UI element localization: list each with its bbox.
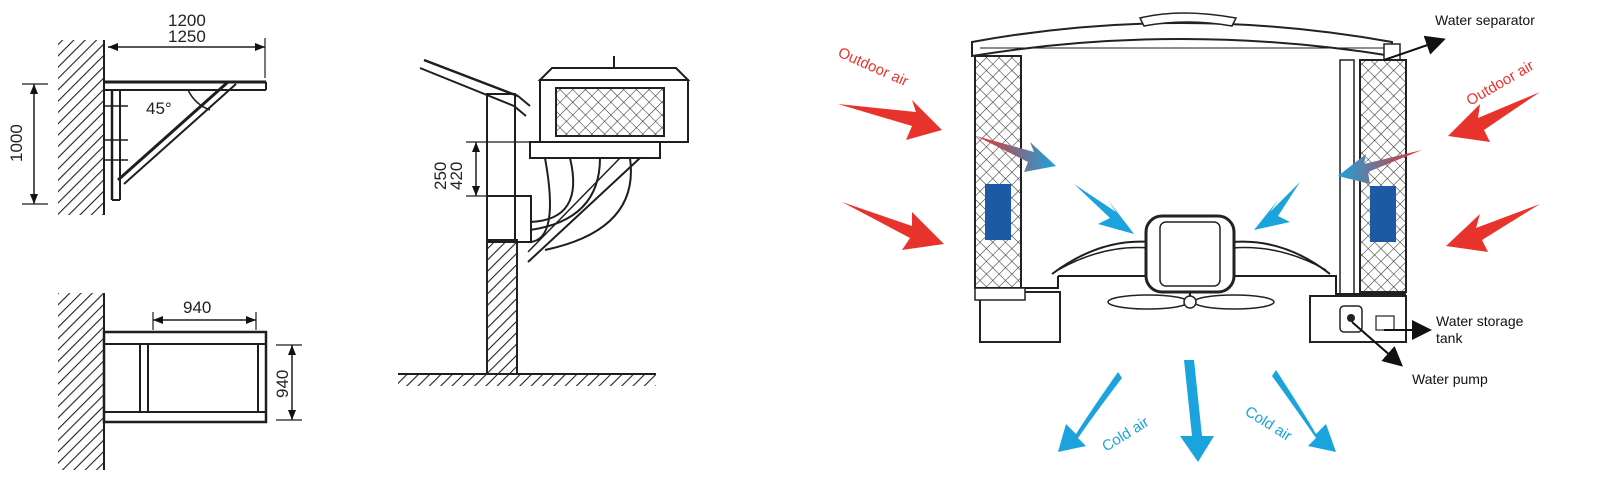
water-separator-label: Water separator bbox=[1435, 12, 1535, 28]
water-separator-pointer bbox=[1383, 35, 1446, 61]
outdoor-air-arrows-left bbox=[838, 100, 944, 250]
bracket-angle-label: 45° bbox=[146, 99, 172, 118]
frame-dim-width: 940 bbox=[183, 298, 211, 317]
water-pump-label: Water pump bbox=[1412, 371, 1488, 387]
triangle-bracket bbox=[104, 80, 267, 201]
left-water-strip bbox=[985, 184, 1011, 240]
inner-arrow-left bbox=[1074, 184, 1134, 234]
water-tank-label-line2: tank bbox=[1436, 330, 1463, 346]
bracket-dim-1000: 1000 bbox=[7, 124, 26, 162]
water-tank-label-line1: Water storage bbox=[1436, 313, 1524, 329]
ground-hatch bbox=[398, 374, 656, 386]
fan-blade-left bbox=[1107, 294, 1189, 310]
top-cover bbox=[971, 12, 1401, 63]
wall-bracket-drawing: 1200 1250 45° 1000 bbox=[7, 11, 267, 215]
water-pump-pointer bbox=[1351, 321, 1404, 367]
bottom-base bbox=[974, 275, 1407, 343]
cold-air-arrows bbox=[1058, 360, 1336, 462]
fan-assembly bbox=[1051, 214, 1331, 310]
inner-arrow-right bbox=[1254, 182, 1300, 230]
fan-hub bbox=[1183, 295, 1197, 309]
outdoor-air-arrows-right bbox=[1446, 92, 1540, 252]
wall-hatch-top bbox=[58, 40, 104, 215]
cooler-cutaway: Outdoor air Outdoor air Cold air Cold ai… bbox=[835, 12, 1540, 462]
cold-air-label-left: Cold air bbox=[1099, 414, 1152, 456]
bracket-dim-1250: 1250 bbox=[168, 27, 206, 46]
slanted-roof bbox=[419, 58, 531, 117]
mount-dim-250: 250 bbox=[431, 162, 450, 190]
pad-flow-arrow-right bbox=[1338, 150, 1422, 184]
mounted-cooler bbox=[527, 56, 691, 263]
left-cooling-pad bbox=[974, 55, 1022, 289]
water-pipe bbox=[1339, 59, 1355, 307]
frame-dim-height: 940 bbox=[273, 370, 292, 398]
fan-blade-right bbox=[1193, 294, 1275, 310]
outdoor-air-label-right: Outdoor air bbox=[1464, 57, 1537, 109]
outdoor-air-label-left: Outdoor air bbox=[835, 44, 910, 90]
pad-flow-arrow-left bbox=[976, 136, 1056, 172]
mount-dim-420: 420 bbox=[447, 162, 466, 190]
wall-hatch-bottom bbox=[58, 293, 104, 470]
wall-frame-drawing: 940 940 bbox=[58, 293, 302, 470]
right-cooling-pad bbox=[1339, 59, 1407, 307]
pillar bbox=[486, 93, 532, 375]
roof-mount-drawing: 250 420 bbox=[398, 56, 691, 386]
frame-box bbox=[102, 330, 268, 424]
cold-air-label-right: Cold air bbox=[1242, 403, 1295, 445]
bracket-dim-1200: 1200 bbox=[168, 11, 206, 30]
right-water-strip bbox=[1370, 186, 1396, 242]
